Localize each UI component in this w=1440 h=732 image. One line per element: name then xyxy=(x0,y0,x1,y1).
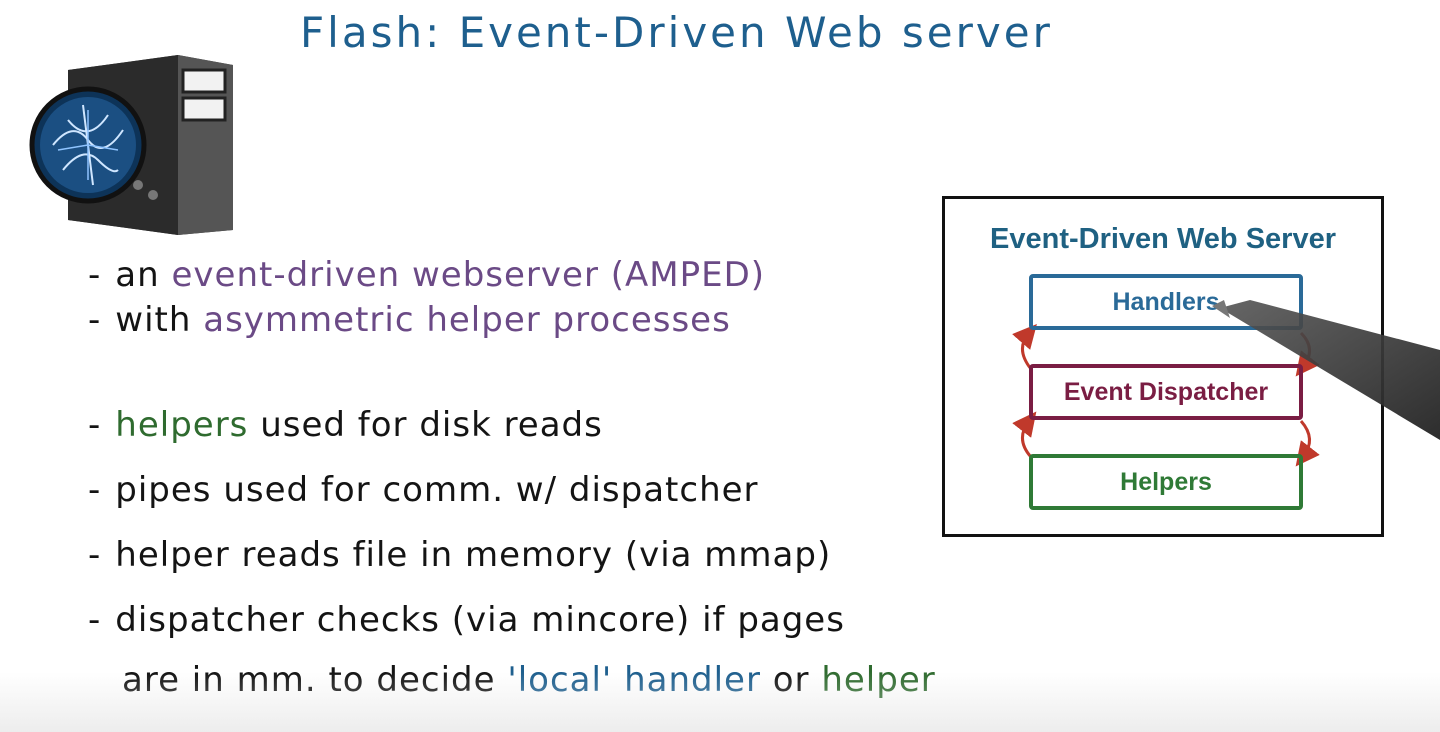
bullet-text: dispatcher checks (via mincore) if pages xyxy=(115,600,845,640)
bullet-text-highlight: helpers xyxy=(115,405,249,445)
handlers-box: Handlers xyxy=(1029,274,1303,330)
pen-icon xyxy=(1212,300,1440,440)
diagram-title: Event-Driven Web Server xyxy=(990,223,1336,255)
server-icon xyxy=(29,55,233,235)
bullet-line-6: -dispatcher checks (via mincore) if page… xyxy=(88,600,845,640)
bullet-dash: - xyxy=(88,470,102,510)
bullet-dash: - xyxy=(88,255,102,295)
bottom-shade xyxy=(0,672,1440,732)
bullet-line-4: -pipes used for comm. w/ dispatcher xyxy=(88,470,759,510)
bullet-text: used for disk reads xyxy=(248,405,603,445)
bullet-text-highlight: event-driven webserver (AMPED) xyxy=(171,255,766,295)
bullet-text-highlight: asymmetric helper processes xyxy=(203,300,731,340)
bullet-line-5: -helper reads file in memory (via mmap) xyxy=(88,535,831,575)
page-title: Flash: Event-Driven Web server xyxy=(300,8,1053,57)
bullet-dash: - xyxy=(88,300,102,340)
bullet-line-3: -helpers used for disk reads xyxy=(88,405,603,445)
bullet-dash: - xyxy=(88,535,102,575)
event-dispatcher-box: Event Dispatcher xyxy=(1029,364,1303,420)
bullet-text: an xyxy=(115,255,172,295)
bullet-dash: - xyxy=(88,405,102,445)
bullet-line-2: -with asymmetric helper processes xyxy=(88,300,731,340)
event-driven-diagram: Event-Driven Web Server Handlers Event D… xyxy=(942,196,1384,537)
helpers-box: Helpers xyxy=(1029,454,1303,510)
bullet-line-1: -an event-driven webserver (AMPED) xyxy=(88,255,765,295)
bullet-dash: - xyxy=(88,600,102,640)
bullet-text: pipes used for comm. w/ dispatcher xyxy=(115,470,759,510)
bullet-text: with xyxy=(115,300,204,340)
bullet-text: helper reads file in memory (via mmap) xyxy=(115,535,832,575)
